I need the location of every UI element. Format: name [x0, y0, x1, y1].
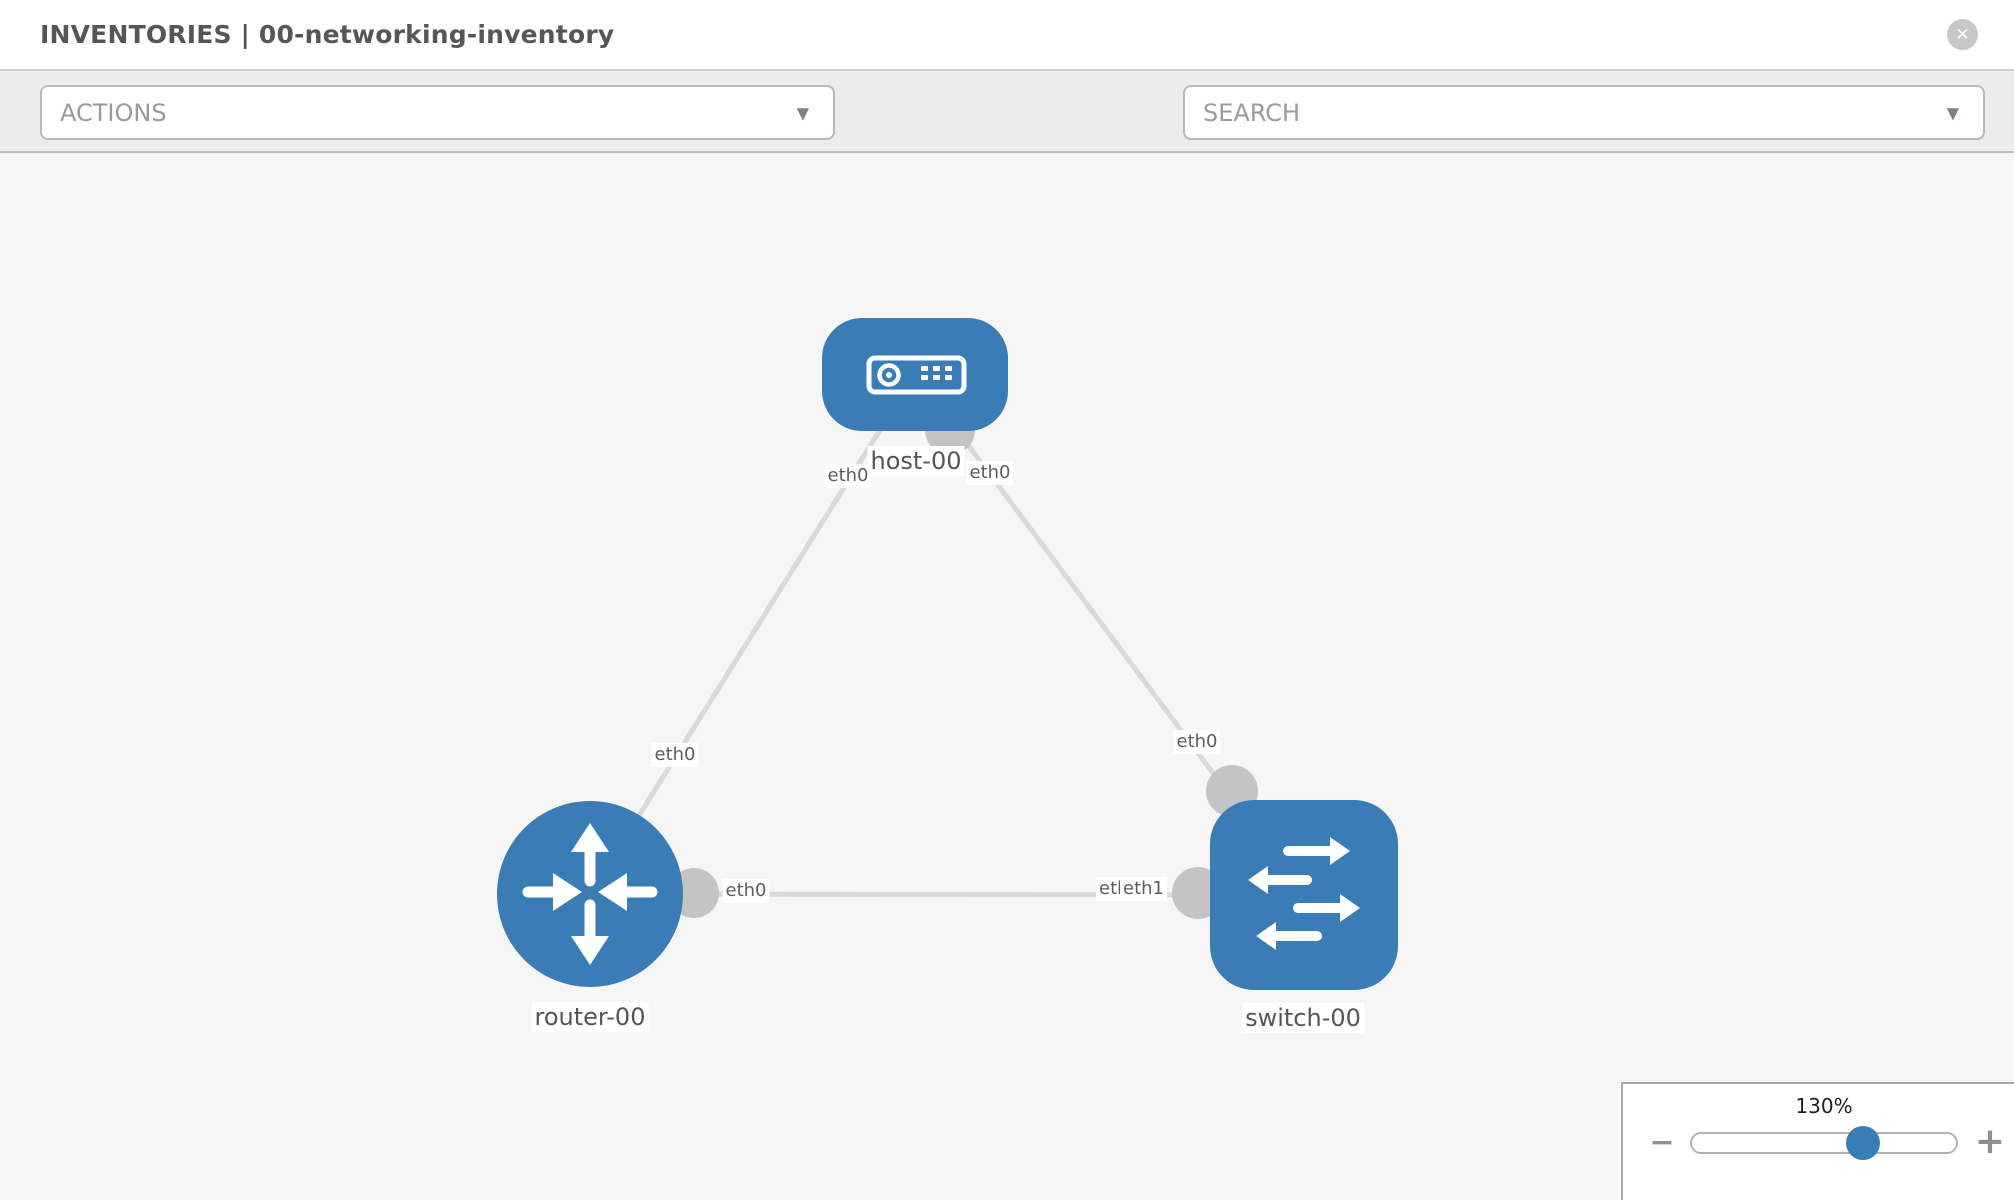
zoom-slider-knob[interactable]	[1846, 1126, 1880, 1160]
zoom-in-button[interactable]: +	[1974, 1121, 2006, 1162]
node-router-00[interactable]	[497, 801, 683, 987]
topology-canvas[interactable]: host-00 router-00 switch-00 eth0 eth0 et…	[0, 153, 2014, 1200]
node-switch-00[interactable]	[1210, 800, 1398, 990]
iface-label: eth0	[651, 743, 699, 767]
node-label-host: host-00	[867, 446, 965, 476]
zoom-panel: 130% − +	[1621, 1082, 2014, 1200]
chevron-down-icon: ▼	[796, 103, 809, 122]
chevron-down-icon: ▼	[1946, 103, 1959, 122]
close-icon[interactable]: ✕	[1947, 19, 1978, 50]
router-icon	[522, 823, 658, 965]
switch-icon	[1248, 837, 1360, 950]
iface-label: eth0	[966, 461, 1014, 485]
edge-host-router	[587, 372, 918, 896]
page-title: INVENTORIES | 00-networking-inventory	[40, 20, 615, 49]
actions-dropdown-label: ACTIONS	[60, 98, 167, 127]
iface-label: eth0	[722, 879, 770, 903]
zoom-level-value: 130%	[1795, 1094, 1853, 1118]
header-bar: INVENTORIES | 00-networking-inventory ✕	[0, 0, 2014, 71]
actions-dropdown[interactable]: ACTIONS ▼	[40, 85, 835, 140]
iface-label: eth0	[1173, 730, 1221, 754]
iface-label: eth0	[824, 464, 872, 488]
host-icon	[866, 355, 967, 395]
node-label-router: router-00	[531, 1002, 649, 1032]
iface-label: eth1	[1120, 877, 1167, 901]
toolbar: ACTIONS ▼ SEARCH ▼	[0, 71, 2014, 206]
zoom-out-button[interactable]: −	[1649, 1125, 1675, 1160]
search-dropdown[interactable]: SEARCH ▼	[1183, 85, 1985, 140]
zoom-slider-track[interactable]	[1690, 1132, 1958, 1154]
search-dropdown-label: SEARCH	[1203, 98, 1301, 127]
node-host-00[interactable]	[822, 318, 1008, 431]
node-label-switch: switch-00	[1242, 1003, 1364, 1033]
